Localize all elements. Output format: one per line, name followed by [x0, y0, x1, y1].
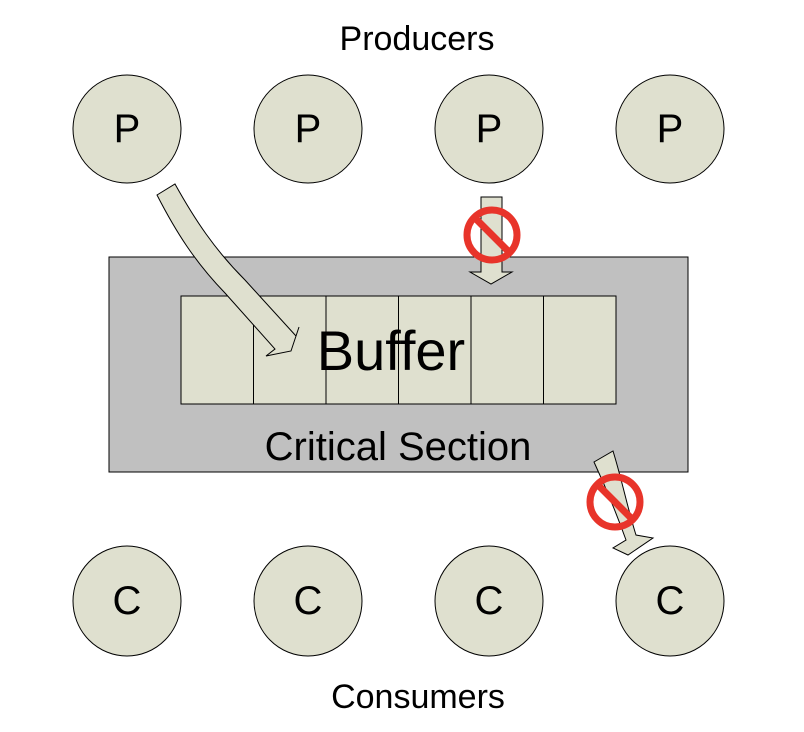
consumer-node: C [253, 545, 363, 657]
consumer-node: C [615, 545, 725, 657]
consumer-label: C [113, 579, 142, 623]
producer-node: P [72, 74, 182, 184]
producers-title: Producers [340, 20, 495, 58]
producer-label: P [657, 107, 684, 151]
producer-node: P [615, 74, 725, 184]
producer-node: P [434, 74, 544, 184]
curved-arrow-icon [156, 183, 300, 357]
producer-row: P P P P [72, 74, 725, 184]
consumer-node: C [434, 545, 544, 657]
producer-label: P [295, 107, 322, 151]
producer-label: P [114, 107, 141, 151]
producer-label: P [476, 107, 503, 151]
consumer-label: C [656, 579, 685, 623]
prohibited-icon [463, 206, 521, 264]
consumer-node: C [72, 545, 182, 657]
producer-node: P [253, 74, 363, 184]
consumer-row: C C C C [72, 545, 725, 657]
critical-section-label: Critical Section [265, 425, 532, 469]
prohibited-icon [586, 473, 644, 531]
consumer-label: C [294, 579, 323, 623]
consumers-title: Consumers [331, 678, 505, 716]
consumer-label: C [475, 579, 504, 623]
buffer-label: Buffer [317, 319, 465, 382]
